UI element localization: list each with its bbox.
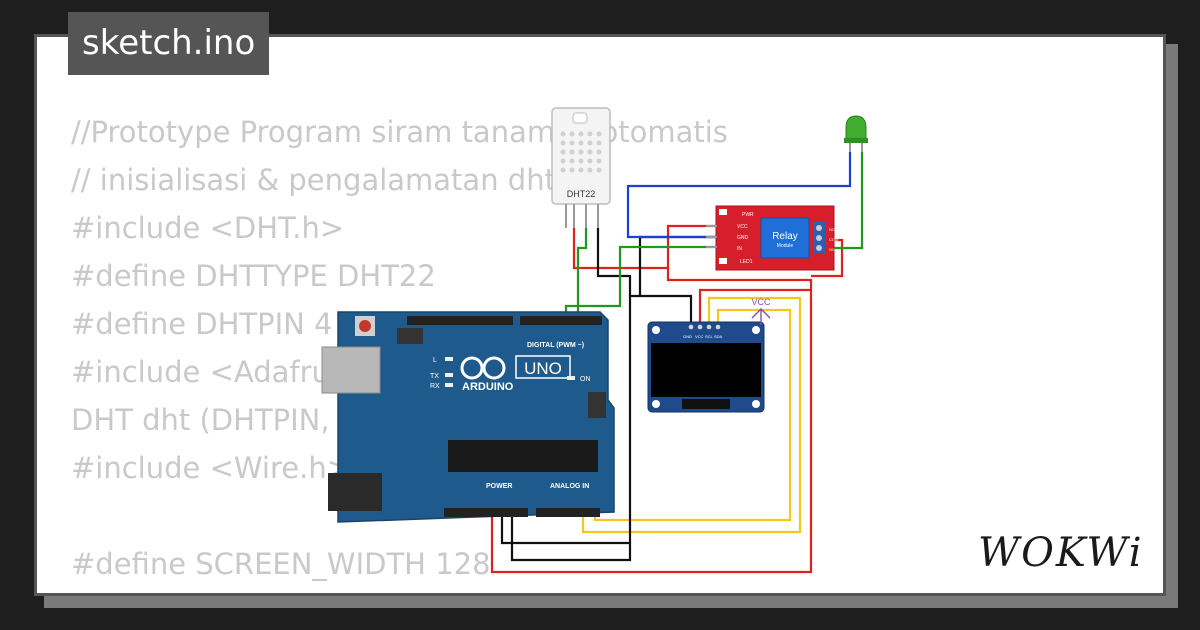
dht-grille — [560, 131, 602, 173]
analog-label: ANALOG IN — [550, 483, 589, 490]
wire-red-5v[interactable] — [490, 224, 813, 574]
code-line: #include <DHT.h> — [71, 211, 345, 245]
relay-terminal-no: NO — [829, 227, 835, 232]
dht-pins — [565, 204, 599, 228]
oled-display[interactable]: GND VCC SCL SDA VCC — [647, 297, 771, 413]
atmega-chip — [448, 440, 598, 472]
power-label: POWER — [486, 483, 512, 490]
relay-module[interactable]: PWR LED1 VCC GND IN Relay Module NO COM … — [706, 205, 838, 271]
status-leds: L TX RX — [430, 357, 575, 390]
dht22-sensor[interactable]: DHT22 — [551, 107, 611, 228]
relay-led-pwr: PWR — [742, 212, 754, 218]
code-background: //Prototype Program siram tanaman otomat… — [71, 108, 728, 593]
wires — [490, 152, 864, 574]
power-jack — [328, 473, 382, 511]
vcc-net-symbol — [751, 308, 771, 325]
wire-black-gnd2[interactable] — [500, 512, 630, 545]
wire-yellow-sda[interactable] — [593, 308, 792, 522]
relay-header — [706, 225, 717, 248]
digital-label: DIGITAL (PWM ~) — [527, 342, 584, 349]
oled-pin-gnd: GND — [683, 334, 692, 339]
arduino-model: UNO — [524, 359, 562, 378]
code-line: #include <Wire.h> — [71, 451, 352, 485]
oled-pin-scl: SCL — [705, 334, 714, 339]
wire-red-relay-out[interactable] — [811, 238, 844, 278]
wire-yellow-scl[interactable] — [581, 296, 802, 534]
led-l-label: L — [433, 357, 437, 364]
code-line: #define SCREEN_WIDTH 128 — [71, 547, 491, 581]
relay-terminal-com: COM — [829, 237, 838, 242]
vcc-net-label: VCC — [751, 297, 771, 307]
power-header — [444, 508, 528, 517]
icsp-header — [397, 328, 423, 344]
relay-pin-in: IN — [737, 246, 742, 252]
icsp2-header — [588, 392, 606, 418]
dht-label: DHT22 — [567, 189, 596, 199]
code-line: DHT dht (DHTPIN, — [71, 403, 330, 437]
relay-sublabel: Module — [777, 243, 794, 249]
wire-red-oled-vcc[interactable] — [698, 288, 811, 327]
relay-terminal-nc: NC — [829, 247, 835, 252]
code-line: // inisialisasi & pengalamatan dht — [71, 163, 556, 197]
relay-pin-gnd: GND — [737, 235, 749, 241]
oled-pin-vcc: VCC — [695, 334, 704, 339]
arduino-brand: ARDUINO — [462, 381, 514, 393]
wire-black-gnd[interactable] — [510, 294, 693, 562]
code-line: #define DHTTYPE DHT22 — [71, 259, 436, 293]
wire-green-dht-data[interactable] — [576, 228, 588, 318]
relay-label: Relay — [772, 231, 798, 242]
wire-green-led[interactable] — [833, 152, 864, 250]
oled-pin-headers — [688, 324, 721, 330]
wire-black-relay-gnd[interactable] — [638, 235, 717, 296]
on-label: ON — [580, 376, 591, 383]
code-line: //Prototype Program siram tanaman otomat… — [71, 115, 728, 149]
green-led[interactable] — [844, 115, 868, 152]
wire-red-dht-vcc[interactable] — [572, 228, 668, 270]
relay-pin-vcc: VCC — [737, 224, 748, 230]
wire-blue-led[interactable] — [626, 152, 852, 239]
usb-port — [321, 346, 381, 394]
wokwi-logo: WOKWi — [978, 530, 1144, 576]
code-line: #define DHTPIN 4 — [71, 307, 333, 341]
led-rx-label: RX — [430, 383, 440, 390]
wire-black-dht-gnd[interactable] — [596, 228, 632, 296]
file-tab[interactable]: sketch.ino — [68, 12, 270, 75]
oled-pin-sda: SDA — [714, 334, 723, 339]
arduino-uno[interactable]: DIGITAL (PWM ~) ARDUINO UNO ON L TX RX P… — [321, 311, 615, 523]
digital-header-right — [520, 316, 602, 325]
digital-header-left — [407, 316, 513, 325]
wire-green-relay-in[interactable] — [564, 245, 717, 318]
analog-header — [536, 508, 600, 517]
led-tx-label: TX — [430, 373, 439, 380]
relay-led-1: LED1 — [740, 259, 753, 265]
